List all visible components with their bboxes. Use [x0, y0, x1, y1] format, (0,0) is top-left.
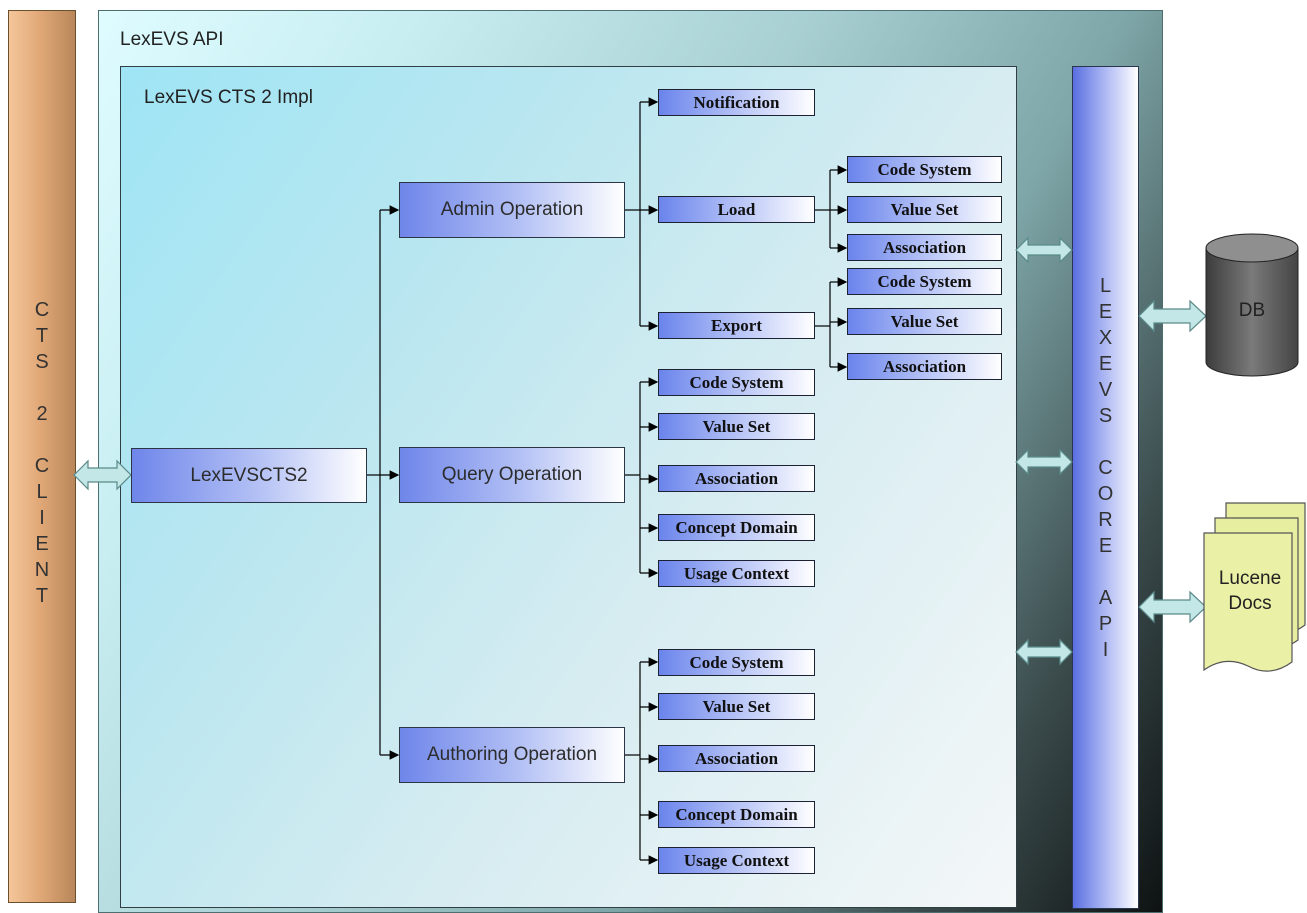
- query-operation-box: Query Operation: [399, 447, 625, 503]
- client-letter: 2: [36, 403, 48, 425]
- export-box: Export: [658, 312, 815, 339]
- client-letter: L: [36, 481, 48, 503]
- core-letter: E: [1098, 301, 1113, 323]
- lucene-label-line2: Docs: [1228, 593, 1272, 614]
- load-value-set-box: Value Set: [847, 196, 1002, 223]
- authoring-concept-domain-box: Concept Domain: [658, 801, 815, 828]
- db-cylinder-icon: [1205, 233, 1299, 377]
- double-arrow-client: [73, 459, 132, 491]
- client-letter: C: [34, 455, 50, 477]
- db-label: DB: [1238, 300, 1266, 321]
- core-letter: C: [1098, 457, 1113, 479]
- client-letter: E: [35, 533, 49, 555]
- authoring-code-system-box: Code System: [658, 649, 815, 676]
- core-letter: O: [1097, 483, 1114, 505]
- query-value-set-box: Value Set: [658, 413, 815, 440]
- load-code-system-box: Code System: [847, 156, 1002, 183]
- load-box: Load: [658, 196, 815, 223]
- query-association-box: Association: [658, 465, 815, 492]
- client-label: C T S 2 C L I E N T: [9, 297, 75, 609]
- core-letter: E: [1098, 353, 1113, 375]
- export-value-set-box: Value Set: [847, 308, 1002, 335]
- client-letter: S: [35, 351, 49, 373]
- lucene-docs-label: Lucene Docs: [1205, 566, 1295, 616]
- export-association-box: Association: [847, 353, 1002, 380]
- query-concept-domain-box: Concept Domain: [658, 514, 815, 541]
- query-code-system-box: Code System: [658, 369, 815, 396]
- admin-operation-box: Admin Operation: [399, 182, 625, 238]
- client-letter: T: [35, 585, 49, 607]
- authoring-value-set-box: Value Set: [658, 693, 815, 720]
- authoring-operation-box: Authoring Operation: [399, 727, 625, 783]
- core-letter: S: [1098, 405, 1113, 427]
- cts2-client-bar: C T S 2 C L I E N T: [8, 10, 76, 903]
- document-stack-icon: [1203, 502, 1306, 672]
- notification-box: Notification: [658, 89, 815, 116]
- authoring-association-box: Association: [658, 745, 815, 772]
- lucene-label-line1: Lucene: [1218, 568, 1282, 589]
- client-letter: T: [35, 325, 49, 347]
- core-letter: I: [1102, 639, 1109, 661]
- authoring-usage-context-box: Usage Context: [658, 847, 815, 874]
- lexevs-cts2-impl-title: LexEVS CTS 2 Impl: [144, 87, 313, 108]
- core-letter: R: [1098, 509, 1113, 531]
- core-letter: L: [1099, 275, 1112, 297]
- load-association-box: Association: [847, 234, 1002, 261]
- core-letter: V: [1098, 379, 1113, 401]
- client-letter: I: [39, 507, 45, 529]
- core-letter: A: [1098, 587, 1113, 609]
- lexevscts2-box: LexEVSCTS2: [131, 448, 367, 503]
- lexevs-api-title: LexEVS API: [120, 29, 224, 50]
- core-label: L E X E V S C O R E A P I: [1073, 273, 1138, 663]
- query-usage-context-box: Usage Context: [658, 560, 815, 587]
- client-letter: N: [34, 559, 50, 581]
- core-letter: E: [1098, 535, 1113, 557]
- lexevs-core-api-bar: L E X E V S C O R E A P I: [1072, 66, 1139, 909]
- core-letter: X: [1098, 327, 1113, 349]
- client-letter: C: [34, 299, 50, 321]
- core-letter: P: [1098, 613, 1113, 635]
- export-code-system-box: Code System: [847, 268, 1002, 295]
